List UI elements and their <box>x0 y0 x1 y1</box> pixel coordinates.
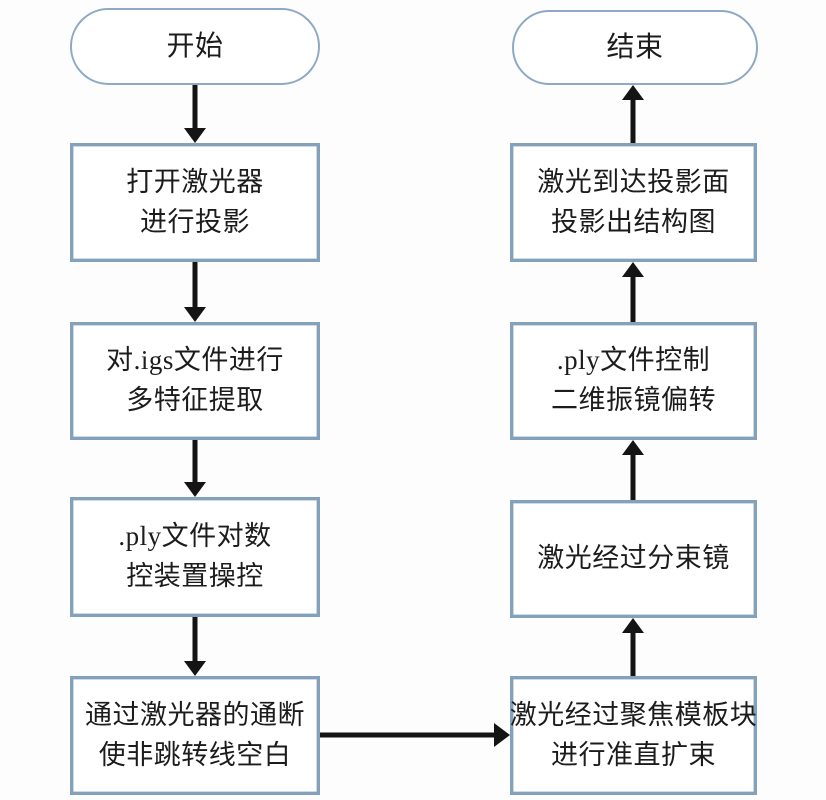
arrow-ply-galvo-to-projection <box>622 262 644 322</box>
node-ply-cnc-control: .ply文件对数 控装置操控 <box>70 497 320 617</box>
arrow-start-to-open-laser <box>184 85 206 143</box>
arrow-shaft <box>630 452 636 500</box>
arrow-shaft <box>630 97 636 143</box>
arrow-open-laser-to-igs <box>184 262 206 322</box>
arrow-head-down-icon <box>184 307 206 322</box>
node-ply-cnc-control-label: .ply文件对数 控装置操控 <box>118 521 272 591</box>
node-start: 开始 <box>70 8 320 85</box>
arrow-shaft <box>192 617 198 664</box>
arrow-head-up-icon <box>622 618 644 633</box>
node-start-label: 开始 <box>166 30 224 62</box>
arrow-shaft <box>192 262 198 310</box>
node-ply-galvo-control-label: .ply文件控制 二维振镜偏转 <box>551 345 716 415</box>
arrow-shaft <box>192 440 198 485</box>
node-projection-surface: 激光到达投影面 投影出结构图 <box>510 143 757 262</box>
arrow-head-up-icon <box>622 85 644 100</box>
arrow-head-down-icon <box>184 482 206 497</box>
node-focus-collimation: 激光经过聚焦模板块 进行准直扩束 <box>510 676 757 795</box>
arrow-laser-onoff-to-focus <box>320 723 510 747</box>
arrow-head-down-icon <box>184 661 206 676</box>
node-projection-surface-label: 激光到达投影面 投影出结构图 <box>537 166 730 237</box>
arrow-head-down-icon <box>184 128 206 143</box>
arrow-head-right-icon <box>494 723 510 747</box>
node-ply-galvo-control: .ply文件控制 二维振镜偏转 <box>510 322 757 440</box>
arrow-head-up-icon <box>622 440 644 455</box>
node-igs-feature-extraction: 对.igs文件进行 多特征提取 <box>70 322 320 440</box>
node-beam-splitter-label: 激光经过分束镜 <box>537 543 730 574</box>
node-laser-onoff-blanking-label: 通过激光器的通断 使非跳转线空白 <box>85 699 305 770</box>
arrow-projection-to-end <box>622 85 644 143</box>
node-end: 结束 <box>512 10 758 85</box>
node-beam-splitter: 激光经过分束镜 <box>510 500 757 618</box>
node-focus-collimation-label: 激光经过聚焦模板块 进行准直扩束 <box>509 699 758 770</box>
node-igs-feature-extraction-label: 对.igs文件进行 多特征提取 <box>106 345 284 415</box>
node-open-laser-projection-label: 打开激光器 进行投影 <box>126 166 264 237</box>
node-open-laser-projection: 打开激光器 进行投影 <box>70 143 320 262</box>
arrow-head-up-icon <box>622 262 644 277</box>
arrow-shaft <box>630 630 636 676</box>
node-laser-onoff-blanking: 通过激光器的通断 使非跳转线空白 <box>70 676 320 795</box>
arrow-focus-to-beam-splitter <box>622 618 644 676</box>
arrow-igs-to-ply-cnc <box>184 440 206 497</box>
arrow-shaft <box>630 274 636 322</box>
arrow-shaft <box>192 85 198 131</box>
arrow-beam-splitter-to-ply-galvo <box>622 440 644 500</box>
arrow-shaft <box>320 732 498 738</box>
arrow-ply-cnc-to-laser-onoff <box>184 617 206 676</box>
node-end-label: 结束 <box>606 31 664 63</box>
